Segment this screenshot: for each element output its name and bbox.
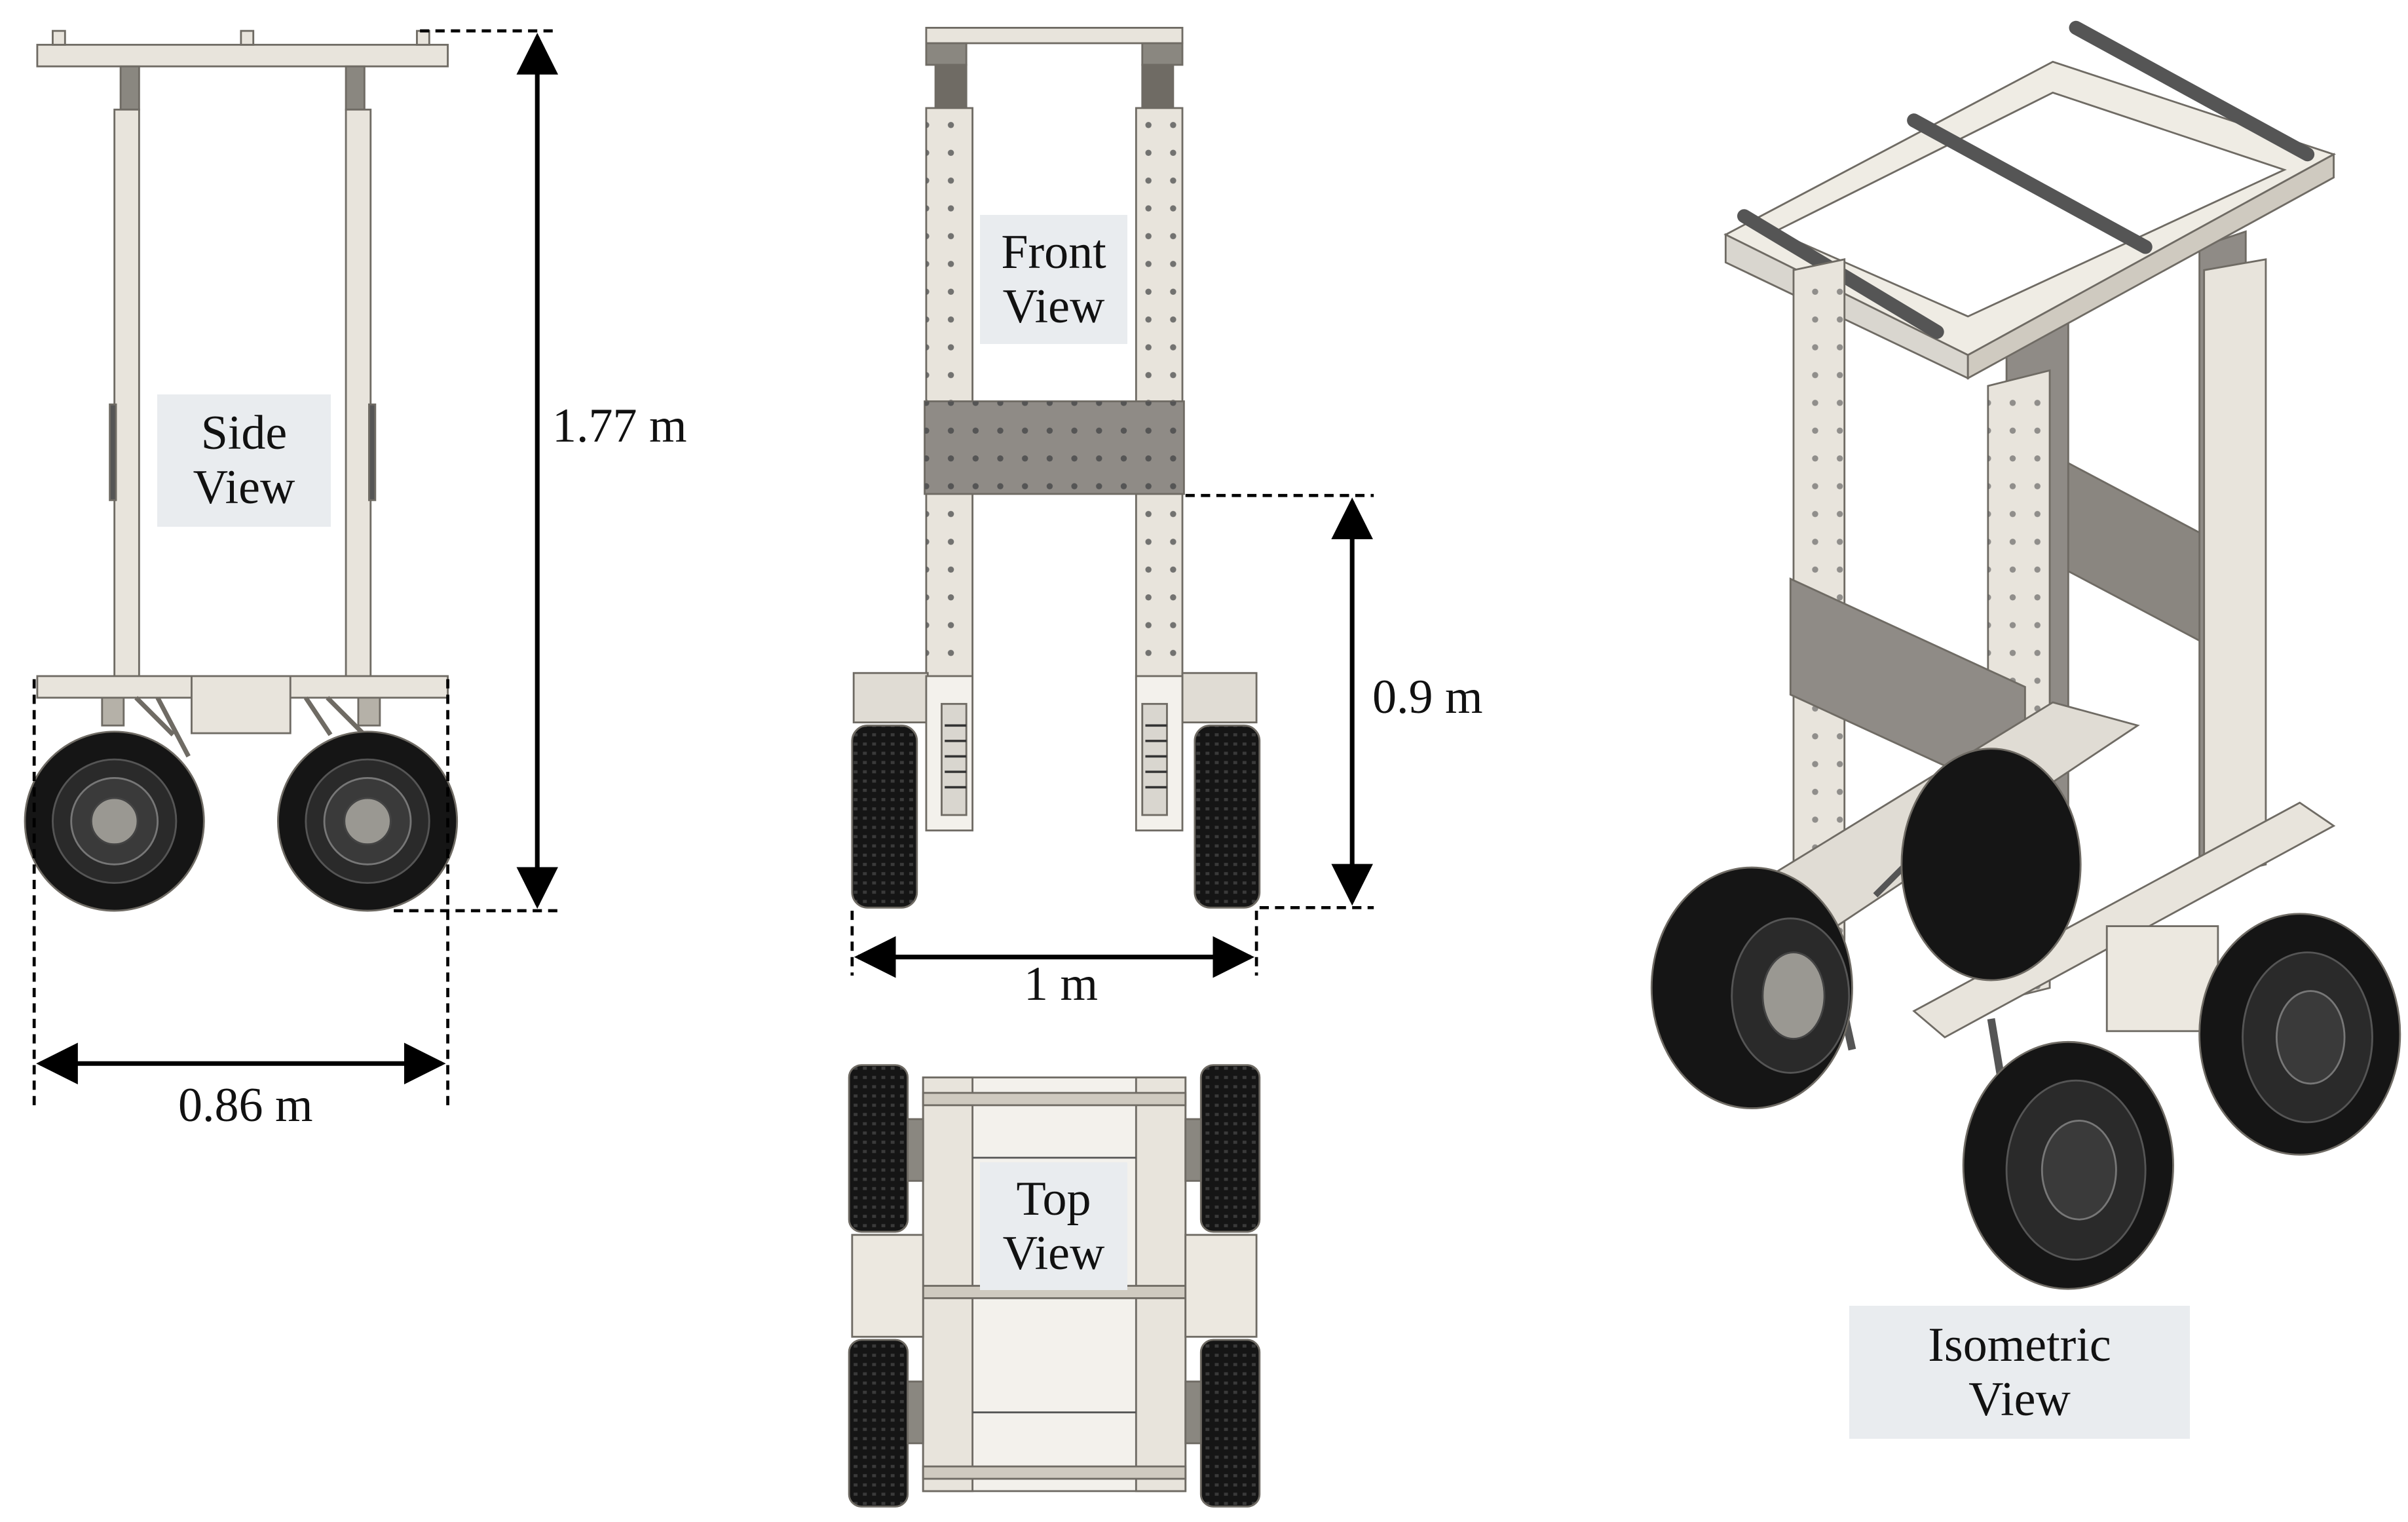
side-right-post bbox=[345, 108, 372, 677]
front-view-label-line1: Front bbox=[1001, 225, 1106, 279]
height-dimension-label: 1.77 m bbox=[552, 399, 687, 453]
side-left-post bbox=[113, 108, 140, 677]
isometric-view-label-line2: View bbox=[1968, 1372, 2071, 1426]
top-view-label-line2: View bbox=[1002, 1226, 1105, 1280]
front-dimensions bbox=[850, 493, 1374, 978]
iso-battery-box bbox=[2105, 925, 2219, 1033]
side-top-bar bbox=[36, 43, 449, 67]
side-battery-box bbox=[191, 675, 292, 734]
top-wheel-rr bbox=[1199, 1339, 1261, 1508]
side-right-wheel bbox=[276, 731, 459, 912]
front-view-label-line2: View bbox=[1002, 279, 1105, 333]
isometric-view bbox=[1650, 20, 2401, 1290]
side-view bbox=[24, 29, 459, 912]
iso-wheel-back-right bbox=[2198, 913, 2401, 1156]
top-view-label: Top View bbox=[980, 1162, 1127, 1290]
side-view-label-line1: Side bbox=[200, 406, 288, 461]
side-view-label-line2: View bbox=[193, 461, 295, 514]
side-left-wheel bbox=[24, 731, 205, 912]
front-width-dimension-label: 1 m bbox=[1024, 957, 1099, 1011]
front-view bbox=[851, 26, 1261, 909]
front-height-dimension-label: 0.9 m bbox=[1372, 670, 1483, 724]
top-view-label-line1: Top bbox=[1016, 1171, 1091, 1226]
front-left-wheel bbox=[851, 724, 918, 909]
side-dimensions bbox=[32, 29, 559, 1109]
side-view-label: Side View bbox=[157, 394, 331, 527]
top-wheel-fr bbox=[1199, 1064, 1261, 1233]
front-top-bar bbox=[925, 26, 1184, 45]
isometric-view-label-line1: Isometric bbox=[1928, 1318, 2111, 1372]
top-wheel-rl bbox=[848, 1339, 909, 1508]
top-wheel-fl bbox=[848, 1064, 909, 1233]
side-width-dimension-label: 0.86 m bbox=[178, 1078, 313, 1132]
front-right-wheel bbox=[1194, 724, 1261, 909]
iso-wheel-back-left bbox=[1900, 748, 2082, 981]
isometric-view-label: Isometric View bbox=[1849, 1306, 2190, 1439]
iso-wheel-front-right bbox=[1962, 1040, 2174, 1290]
iso-wheel-front-left bbox=[1650, 866, 1853, 1110]
front-view-label: Front View bbox=[980, 215, 1127, 344]
